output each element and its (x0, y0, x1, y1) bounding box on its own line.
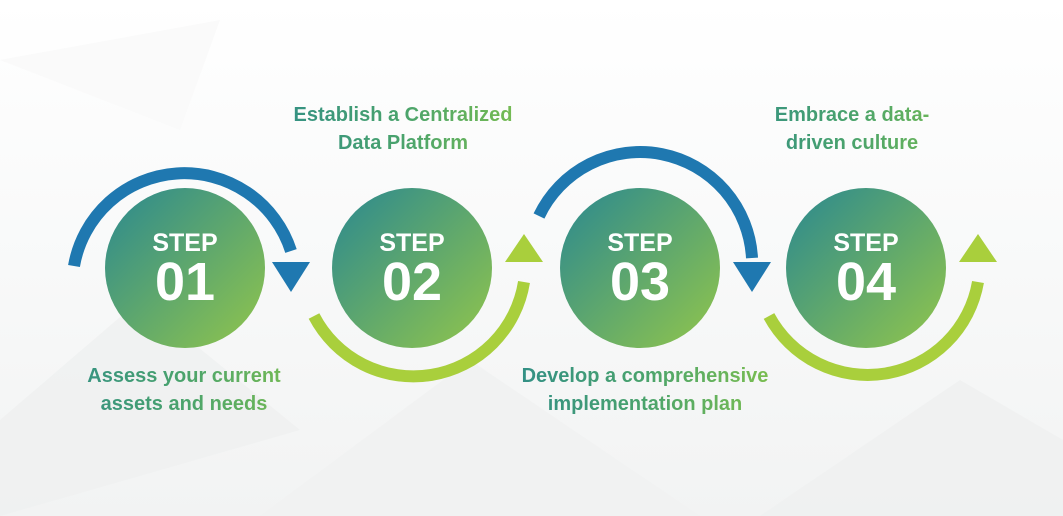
step-03-caption-line-2: implementation plan (547, 393, 743, 415)
step-03-number: 03 (610, 252, 670, 312)
step-01-caption: Assess your current assets and needs (34, 362, 334, 418)
bg-polygon-left (0, 300, 300, 516)
step-01-label: STEP (152, 229, 217, 257)
step-03-label: STEP (607, 229, 672, 257)
step-02-arrow-up-icon (505, 234, 543, 262)
step-04-caption-line-2: driven culture (785, 132, 919, 154)
step-03-caption-line-1: Develop a comprehensive (521, 365, 769, 387)
step-03: STEP 03 (533, 146, 771, 348)
step-01-number: 01 (155, 252, 215, 312)
step-04: STEP 04 (763, 188, 997, 381)
step-04-arrow-up-icon (959, 234, 997, 262)
step-04-label: STEP (833, 229, 898, 257)
step-01-caption-line-2: assets and needs (100, 393, 268, 415)
step-04-circle (786, 188, 946, 348)
step-02-number: 02 (382, 252, 442, 312)
step-04-number: 04 (836, 252, 896, 312)
bg-polygon-top (0, 20, 220, 130)
step-03-caption: Develop a comprehensive implementation p… (495, 362, 795, 418)
step-02-caption: Establish a Centralized Data Platform (253, 101, 553, 157)
step-01-arrow-down-icon (272, 262, 310, 292)
step-03-arc (533, 146, 758, 259)
step-01-caption-line-1: Assess your current (87, 365, 281, 387)
step-02-caption-line-2: Data Platform (337, 132, 469, 154)
step-03-arrow-down-icon (733, 262, 771, 292)
step-02-label: STEP (379, 229, 444, 257)
step-02-arc (308, 281, 530, 383)
step-04-caption-line-1: Embrace a data- (774, 104, 930, 126)
step-03-circle (560, 188, 720, 348)
step-04-caption: Embrace a data- driven culture (702, 101, 1002, 157)
step-01: STEP 01 (68, 167, 310, 348)
step-01-arc (68, 167, 297, 268)
step-04-arc (763, 280, 984, 381)
bg-polygon-right (760, 380, 1063, 516)
bg-polygon-center (260, 360, 700, 516)
step-02-circle (332, 188, 492, 348)
step-01-circle (105, 188, 265, 348)
step-02-caption-line-1: Establish a Centralized (293, 104, 513, 126)
step-02: STEP 02 (308, 188, 543, 383)
